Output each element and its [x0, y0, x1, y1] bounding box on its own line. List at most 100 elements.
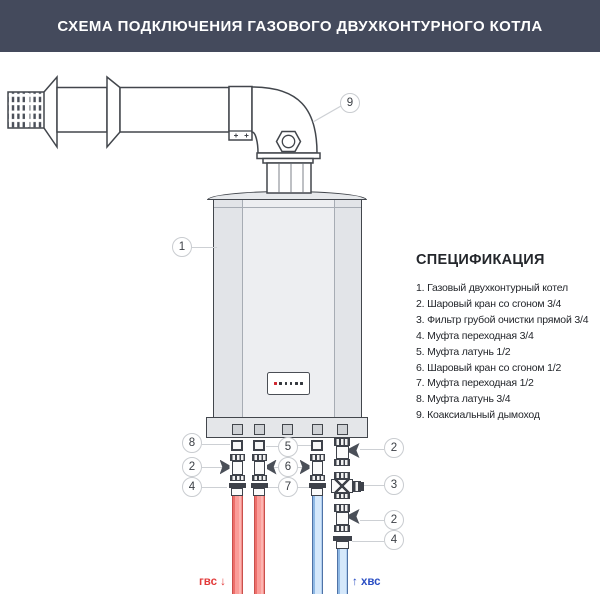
leader-line — [360, 520, 384, 522]
connection-stub — [311, 423, 323, 435]
connection-stub — [253, 423, 265, 435]
status-led — [279, 382, 282, 385]
callout-3-filter: 3 — [384, 475, 404, 495]
brass-coupling — [231, 439, 243, 451]
status-led — [300, 382, 304, 385]
leader-line — [268, 487, 278, 489]
spec-item: 5. Муфта латунь 1/2 — [416, 345, 511, 358]
callout-2-right-bottom: 2 — [384, 510, 404, 530]
leader-line — [202, 487, 227, 489]
coaxial-flue-diagram — [7, 74, 342, 194]
transition-coupling — [231, 488, 243, 496]
boiler-panel-line — [214, 207, 361, 208]
cold-water-label: ↑ хвс — [352, 576, 381, 588]
ball-valve-body — [335, 512, 349, 525]
flue-pipe-section — [56, 86, 108, 133]
spec-item: 9. Коаксиальный дымоход — [416, 409, 540, 422]
status-led — [284, 382, 288, 385]
callout-4-right: 4 — [384, 530, 404, 550]
ball-valve-body — [231, 461, 243, 475]
spec-item: 4. Муфта переходная 3/4 — [416, 329, 534, 342]
filter-side-cap-end — [361, 481, 364, 491]
threaded-collar — [229, 453, 245, 461]
spec-item: 6. Шаровый кран со сгоном 1/2 — [416, 361, 562, 374]
leader-line — [364, 485, 384, 487]
threaded-collar — [251, 453, 267, 461]
ball-valve-body — [311, 461, 323, 475]
hot-water-pipe — [231, 496, 243, 594]
callout-8: 8 — [182, 433, 202, 453]
threaded-collar — [334, 459, 350, 466]
status-led — [289, 382, 293, 385]
boiler-display-panel — [267, 372, 310, 395]
threaded-collar — [309, 474, 325, 481]
spec-item: 7. Муфта переходная 1/2 — [416, 377, 534, 390]
specification-panel: СПЕЦИФИКАЦИЯ 1. Газовый двухконтурный ко… — [416, 252, 600, 424]
valve-handle — [348, 509, 360, 524]
coupling-flange — [250, 482, 268, 488]
coupling-flange — [228, 482, 246, 488]
boiler-seam — [242, 200, 243, 417]
callout-4-left: 4 — [182, 477, 202, 497]
coupling-flange — [308, 482, 326, 488]
spec-item: 2. Шаровый кран со сгоном 3/4 — [416, 297, 562, 310]
connection-stub — [281, 423, 293, 435]
connection-stub — [231, 423, 243, 435]
threaded-collar — [309, 453, 325, 461]
threaded-collar — [334, 492, 350, 499]
connection-stub — [336, 423, 348, 435]
ball-valve-body — [253, 461, 265, 475]
callout-6: 6 — [278, 457, 298, 477]
transition-coupling — [311, 488, 323, 496]
status-led-red — [273, 382, 277, 385]
leader-line — [271, 467, 278, 469]
threaded-collar — [334, 504, 350, 512]
flue-pipe-long — [119, 86, 230, 133]
threaded-collar — [251, 474, 267, 481]
callout-2-right-top: 2 — [384, 438, 404, 458]
threaded-collar — [334, 472, 350, 479]
leader-line — [297, 487, 309, 489]
specification-title: СПЕЦИФИКАЦИЯ — [416, 252, 545, 268]
threaded-collar — [229, 474, 245, 481]
leader-line — [352, 541, 384, 543]
spec-item: 3. Фильтр грубой очистки прямой 3/4 — [416, 313, 589, 326]
leader-line — [202, 444, 230, 446]
transition-coupling — [335, 541, 349, 549]
coarse-filter-body — [331, 479, 353, 493]
valve-handle — [219, 459, 230, 475]
boiler-seam — [334, 200, 335, 417]
leader-line — [202, 467, 226, 469]
threaded-collar — [334, 438, 350, 446]
flue-flange-left — [43, 74, 58, 150]
flue-down-pipe — [266, 162, 312, 194]
callout-2-left: 2 — [182, 457, 202, 477]
header-bar: СХЕМА ПОДКЛЮЧЕНИЯ ГАЗОВОГО ДВУХКОНТУРНОГ… — [0, 0, 600, 52]
brass-coupling — [253, 439, 265, 451]
ball-valve-body — [335, 446, 349, 459]
collar-screws — [234, 133, 249, 138]
cold-water-pipe — [336, 549, 348, 594]
leader-line — [192, 247, 217, 249]
spec-item: 8. Муфта латунь 3/4 — [416, 393, 511, 406]
valve-handle — [266, 459, 277, 475]
flue-collar — [228, 85, 253, 141]
callout-7: 7 — [278, 477, 298, 497]
cold-water-pipe — [311, 496, 323, 594]
spec-item: 1. Газовый двухконтурный котел — [416, 282, 568, 294]
page-title: СХЕМА ПОДКЛЮЧЕНИЯ ГАЗОВОГО ДВУХКОНТУРНОГ… — [57, 17, 543, 35]
elbow-flange-plate — [256, 152, 321, 160]
leader-line — [360, 449, 384, 451]
callout-9-flue: 9 — [340, 93, 360, 113]
leader-line — [266, 446, 278, 448]
callout-1-boiler: 1 — [172, 237, 192, 257]
hot-water-pipe — [253, 496, 265, 594]
transition-coupling — [253, 488, 265, 496]
status-led — [295, 382, 298, 385]
leader-line — [297, 445, 311, 447]
coupling-flange — [332, 535, 352, 541]
callout-5: 5 — [278, 437, 298, 457]
hot-water-label: гвс ↓ — [199, 576, 226, 588]
flue-flange-right — [106, 75, 121, 150]
